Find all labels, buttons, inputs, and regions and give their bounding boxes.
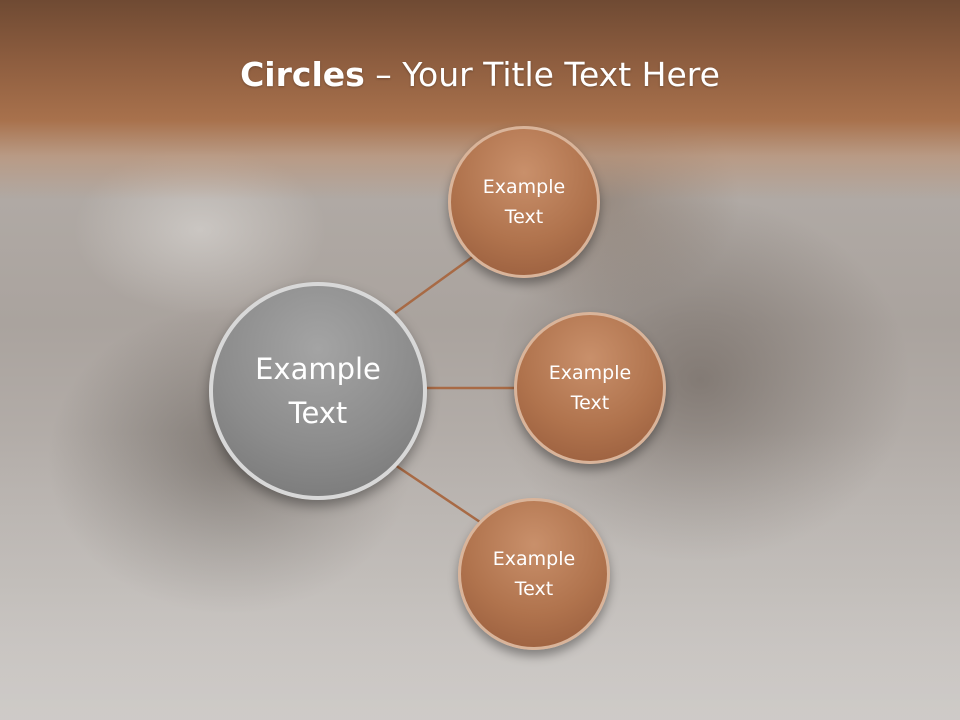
title-bold: Circles [240,55,365,94]
center-circle[interactable]: Example Text [209,282,427,500]
satellite-label-top: Example Text [482,176,566,228]
satellite-label-middle: Example Text [548,362,632,414]
satellite-circle-top[interactable]: Example Text [448,126,600,278]
title-rest: – Your Title Text Here [364,55,720,94]
satellite-circle-middle[interactable]: Example Text [514,312,666,464]
connector-line-top [394,251,479,315]
satellite-label-bottom: Example Text [492,548,576,600]
slide-title: Circles – Your Title Text Here [0,54,960,96]
center-circle-label: Example Text [255,352,381,430]
satellite-circle-bottom[interactable]: Example Text [458,498,610,650]
connector-line-bottom [394,463,481,524]
